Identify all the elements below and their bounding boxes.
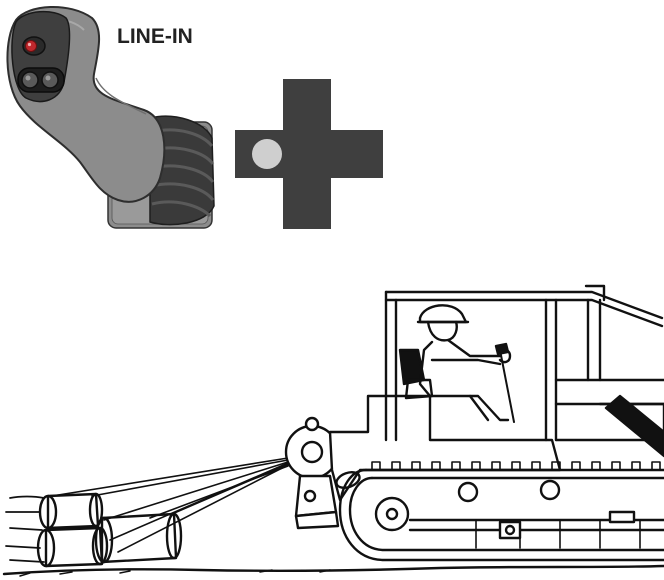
operator [416,304,512,422]
direction-indicator-left [252,139,282,169]
ground-line [2,564,664,576]
winch-cables [51,457,289,553]
joystick-function-label: LINE-IN [117,25,193,48]
joystick-handle [6,6,166,203]
joystick-icon [6,6,215,229]
ripper-arm [604,394,664,458]
crawler-track [338,461,664,562]
bulldozer-winch-icon [2,284,664,577]
joystick-red-button [25,40,37,52]
direction-cross-icon [235,79,383,229]
joystick-boot [149,115,215,226]
rops-cab [384,284,664,442]
log-bundle [5,492,183,568]
